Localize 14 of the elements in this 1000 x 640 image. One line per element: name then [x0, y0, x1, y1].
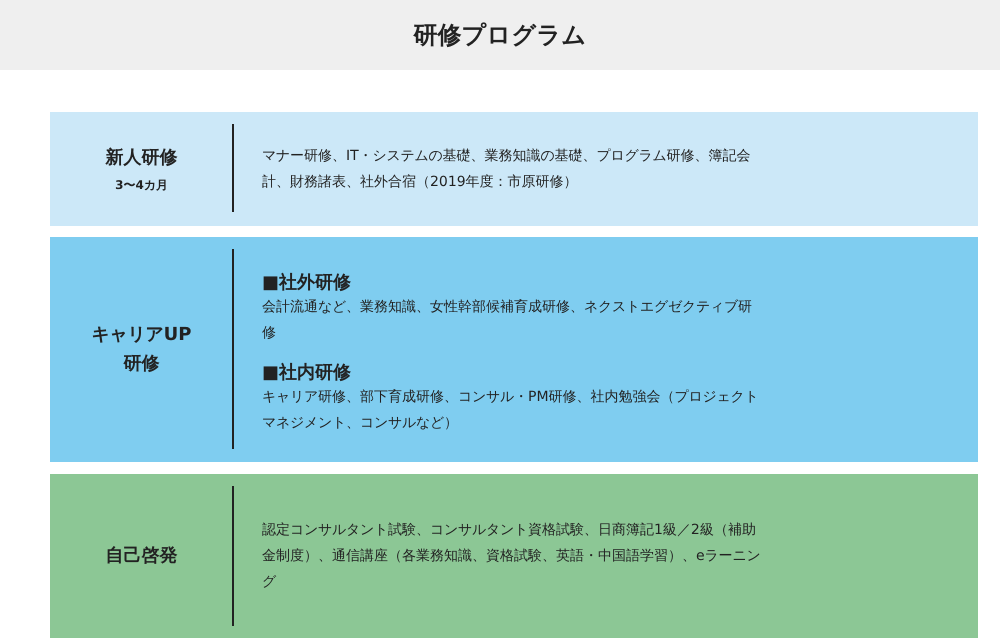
section-heading: ■社内研修	[262, 360, 352, 384]
body-text: 会計流通など、業務知識、女性幹部候補育成研修、ネクストエグゼクティブ研修	[262, 298, 753, 342]
program-heading: キャリアUP研修	[90, 322, 192, 376]
program-band	[50, 112, 978, 226]
program-heading: 新人研修	[104, 146, 178, 170]
body-text: キャリア研修、部下育成研修、コンサル・PM研修、社内勉強会（プロジェクトマネジメント、コンサルなど）	[262, 388, 760, 432]
page-title: 研修プログラム	[414, 20, 586, 51]
duration-text: 3〜4カ月	[115, 176, 168, 194]
program-band	[50, 237, 978, 462]
section-heading: ■社外研修	[262, 270, 352, 294]
program-band	[50, 474, 978, 638]
body-text: 認定コンサルタント試験、コンサルタント資格試験、日商簿記1級／2級（補助金制度）、通信講座（各業務知識、資格試験、英語・中国語学習）、eラーニング	[262, 521, 762, 592]
program-heading: 自己啓発	[104, 544, 178, 568]
body-text: マナー研修、IT・システムの基礎、業務知識の基礎、プログラム研修、簿記会計、財務諸表、社外合宿（2019年度：市原研修）	[262, 147, 752, 192]
